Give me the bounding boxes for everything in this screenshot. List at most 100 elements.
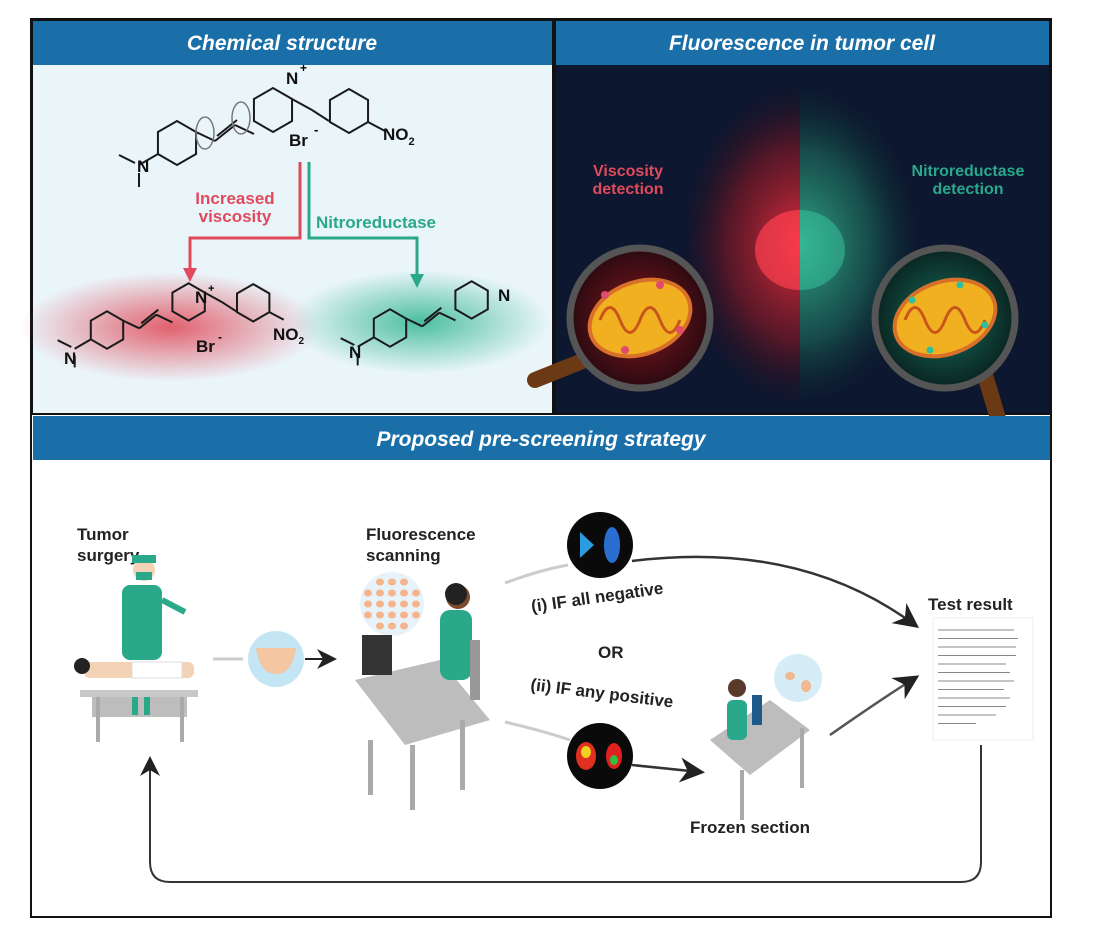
tissue-dot	[388, 622, 396, 630]
fluorescence-header-band	[556, 21, 1049, 65]
strategy-header-band	[33, 416, 1050, 460]
ring	[236, 282, 271, 323]
viscosity-pathway-arrow	[188, 162, 302, 270]
tissue-dot	[400, 611, 408, 619]
positive-scan-image	[567, 723, 633, 789]
bond	[138, 153, 159, 166]
tissue-dot	[364, 589, 372, 597]
tissue-dot	[388, 600, 396, 608]
bond	[367, 121, 386, 132]
bond	[268, 311, 285, 321]
bond	[405, 317, 423, 328]
bond	[204, 291, 223, 303]
bond	[195, 131, 216, 142]
microscope-icon	[752, 695, 762, 725]
tissue-dot	[388, 611, 396, 619]
minus-charge: -	[314, 122, 318, 137]
bond	[421, 311, 440, 328]
red-fluorescence-glow	[20, 272, 320, 382]
viscosity-bound-molecule	[57, 282, 285, 368]
bond	[423, 306, 442, 323]
tissue-dot	[376, 622, 384, 630]
chemical-structure-title: Chemical structure	[187, 32, 378, 55]
nitroreductase-arrowhead-icon	[410, 274, 424, 288]
amine-nitrogen-label: N	[349, 343, 361, 362]
bond	[291, 98, 313, 111]
tissue-dot	[364, 600, 372, 608]
tissue-dot	[400, 578, 408, 586]
reduced-product-molecule	[340, 280, 489, 366]
nitro-group-label: NO2	[383, 125, 415, 148]
bromide-label: Br	[289, 131, 308, 150]
surgery-illustration	[74, 555, 198, 742]
feedback-loop-arrow	[140, 745, 982, 883]
frozen-to-result-arrow	[829, 675, 920, 737]
magnifier-viscosity-icon	[527, 244, 714, 392]
rotation-arrow-icon	[231, 101, 251, 135]
bond	[118, 154, 136, 164]
pyridine-nitrogen-label: N	[498, 286, 510, 305]
amine-nitrogen-label: N	[64, 349, 76, 368]
tissue-dot	[376, 600, 384, 608]
pyridinium-nitrogen-label: N	[195, 288, 207, 307]
bond	[155, 313, 173, 324]
bond	[340, 337, 355, 346]
bond	[221, 301, 237, 313]
nitroreductase-label: Nitroreductase	[316, 213, 436, 232]
bond	[234, 124, 255, 135]
frozen-section-illustration	[710, 654, 822, 820]
bond	[216, 119, 238, 137]
ring	[328, 87, 370, 135]
monitor-icon	[362, 635, 392, 675]
nitro-group-label: NO2	[273, 325, 305, 347]
bond	[122, 319, 140, 330]
bond	[357, 336, 375, 348]
bond	[138, 313, 157, 330]
tissue-dot	[400, 589, 408, 597]
or-label: OR	[598, 643, 624, 662]
rotation-arrow-icon	[195, 116, 215, 150]
plus-charge: +	[300, 61, 307, 75]
tissue-dot	[412, 611, 420, 619]
bond	[57, 339, 72, 348]
amine-nitrogen-label: N	[137, 157, 149, 176]
tissue-dot	[376, 611, 384, 619]
test-result-document	[932, 617, 1034, 741]
tissue-dot	[412, 600, 420, 608]
tissue-dot	[388, 578, 396, 586]
chemical-structure-panel: Chemical structure N N + Br - NO2 Increa…	[20, 19, 554, 415]
tissue-dot	[400, 600, 408, 608]
nitroreductase-pathway-arrow	[307, 162, 419, 276]
strategy-title: Proposed pre-screening strategy	[376, 428, 706, 451]
tissue-dot	[376, 578, 384, 586]
bond	[140, 308, 159, 325]
plus-charge: +	[208, 283, 214, 295]
tissue-dot	[412, 589, 420, 597]
bond	[438, 311, 456, 322]
chemical-header-band	[33, 21, 552, 65]
negative-result-arrow	[631, 555, 920, 628]
fluorescence-title: Fluorescence in tumor cell	[669, 32, 936, 55]
frozen-section-label: Frozen section	[690, 818, 810, 837]
bond	[311, 109, 330, 122]
pyridinium-nitrogen-label: N	[286, 69, 298, 88]
fluorescence-scanning-illustration	[355, 572, 490, 810]
tissue-dot	[388, 589, 396, 597]
tissue-dot	[376, 589, 384, 597]
bond	[74, 338, 92, 350]
minus-charge: -	[218, 330, 222, 344]
viscosity-arrowhead-icon	[183, 268, 197, 282]
tissue-dot	[400, 622, 408, 630]
green-fluorescence-glow	[290, 270, 550, 374]
tissue-dot	[364, 611, 372, 619]
to-frozen-section-arrow	[631, 757, 705, 783]
test-result-label: Test result	[928, 595, 1013, 614]
ring	[454, 280, 489, 320]
